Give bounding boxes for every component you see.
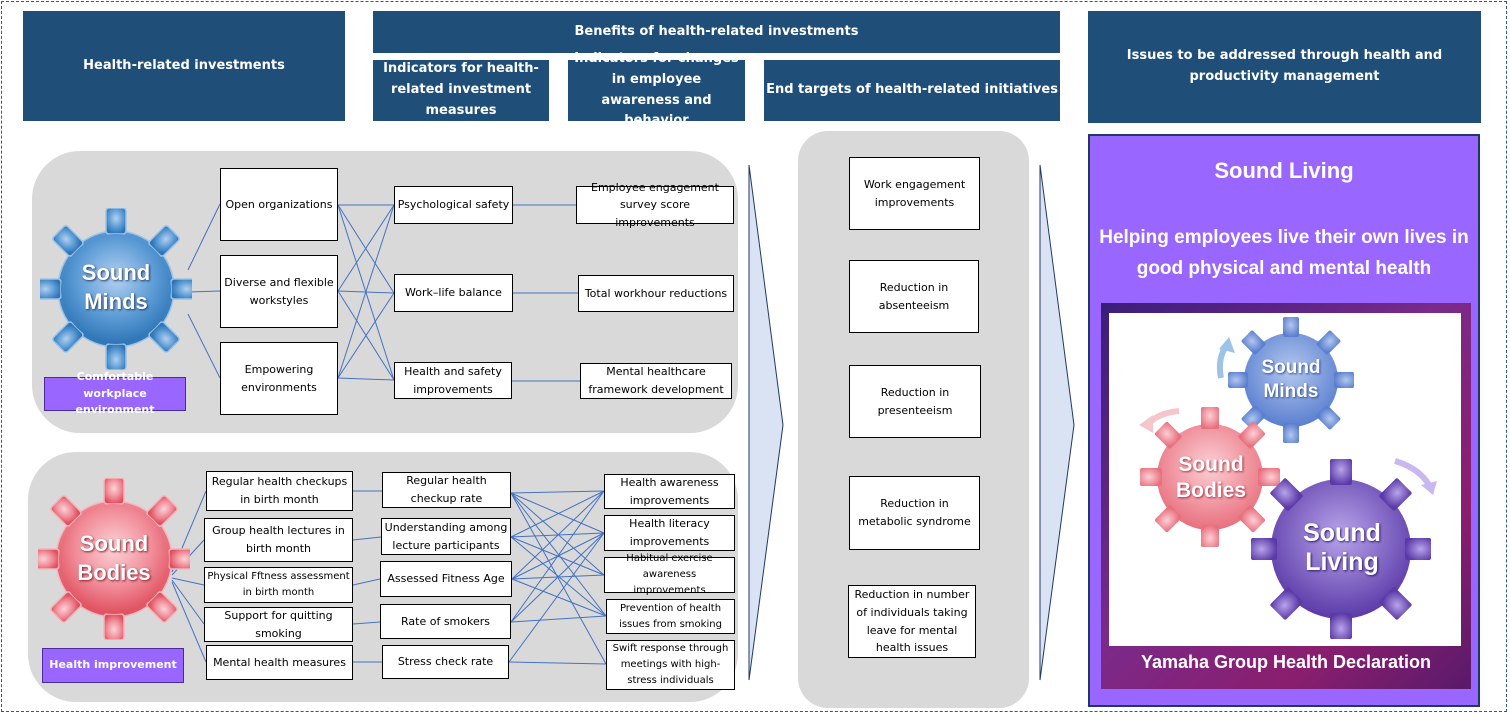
minds-outcome-box: Mental healthcare framework development: [580, 363, 732, 399]
header-issues: Issues to be addressed through health an…: [1088, 11, 1481, 123]
chevron-arrow-1: [748, 164, 784, 681]
minds-investment-box: Empowering environments: [220, 342, 338, 415]
bodies-investment-box: Group health lectures in birth month: [204, 518, 353, 562]
header-benefits: Benefits of health-related investments: [373, 11, 1060, 53]
bodies-outcome-box: Prevention of health issues from smoking: [606, 599, 735, 634]
minds-investment-box: Diverse and flexible workstyles: [220, 255, 338, 328]
gear-label-bodies: Sound Bodies: [1175, 453, 1246, 502]
bodies-investment-box: Physical Fftness assessment in birth mon…: [204, 567, 353, 603]
bodies-indicator-box: Rate of smokers: [380, 604, 511, 639]
bodies-indicator-box: Stress check rate: [382, 645, 509, 679]
three-gears-icon: [1139, 317, 1437, 639]
header-indicators-awareness: Indicators for changes in employee aware…: [568, 51, 745, 128]
bodies-outcome-box: Health awareness improvements: [604, 474, 735, 509]
end-target-box: Reduction in presenteeism: [849, 365, 981, 438]
end-target-box: Work engagement improvements: [849, 157, 980, 230]
bodies-investment-box: Mental health measures: [206, 645, 353, 680]
minds-indicator-box: Health and safety improvements: [394, 362, 512, 399]
sound-living-subtitle: Helping employees live their own lives i…: [1099, 227, 1469, 279]
bodies-outcome-box: Habitual exercise awareness improvements: [604, 553, 735, 596]
sound-minds-gear-label: Sound Minds: [81, 260, 151, 314]
header-end-targets: End targets of health-related initiative…: [764, 60, 1060, 121]
bodies-outcome-box: Health literacy improvements: [604, 515, 735, 551]
minds-outcome-box: Total workhour reductions: [578, 275, 734, 312]
minds-outcome-box: Employee engagement survey score improve…: [576, 181, 734, 229]
health-improvement-tag: Health improvement: [42, 648, 184, 683]
sound-living-title: Sound Living: [1214, 158, 1354, 183]
end-target-box: Reduction in metabolic syndrome: [849, 476, 980, 550]
bodies-investment-box: Support for quitting smoking: [204, 607, 353, 642]
minds-indicator-box: Psychological safety: [394, 186, 513, 224]
bodies-outcome-box: Swift response through meetings with hig…: [606, 640, 735, 690]
header-investments: Health-related investments: [23, 11, 345, 121]
comfortable-workplace-tag: Comfortable workplace environment: [44, 370, 186, 416]
sound-bodies-gear-icon: [38, 478, 190, 640]
declaration-caption: Yamaha Group Health Declaration: [1140, 652, 1432, 672]
sound-minds-gear-icon: [40, 208, 192, 370]
bodies-indicator-box: Assessed Fitness Age: [380, 561, 512, 597]
minds-indicator-box: Work–life balance: [394, 274, 513, 312]
end-target-box: Reduction in number of individuals takin…: [848, 585, 976, 658]
end-target-box: Reduction in absenteeism: [849, 260, 979, 333]
sound-bodies-gear-label: Sound Bodies: [77, 531, 151, 585]
bodies-indicator-box: Regular health checkup rate: [382, 472, 511, 508]
minds-investment-box: Open organizations: [220, 168, 338, 241]
chevron-arrow-2: [1039, 164, 1075, 681]
header-indicators-measures: Indicators for health-related investment…: [373, 60, 549, 121]
bodies-investment-box: Regular health checkups in birth month: [206, 471, 353, 511]
gear-label-living: Sound Living: [1303, 519, 1381, 576]
bodies-indicator-box: Understanding among lecture participants: [381, 518, 511, 555]
gear-label-minds: Sound Minds: [1261, 357, 1321, 402]
